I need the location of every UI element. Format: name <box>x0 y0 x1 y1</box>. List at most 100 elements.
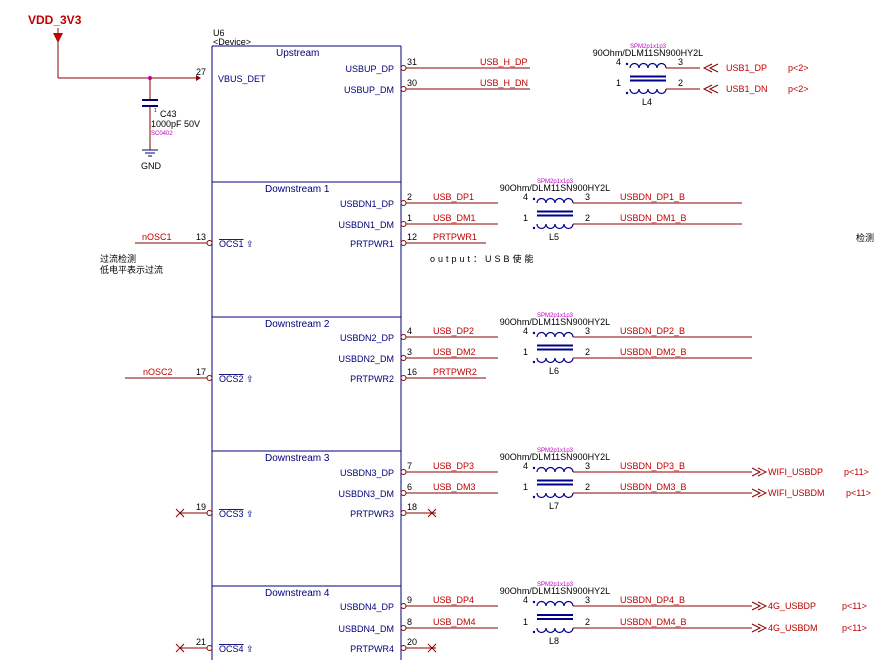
choke-part: 90Ohm/DLM11SN900HY2L <box>593 48 703 58</box>
inductor-coil-icon <box>536 223 574 230</box>
oc3-schmitt-icon: ⇪ <box>246 509 254 519</box>
pin-bubble <box>400 510 407 516</box>
capacitor-c43[interactable] <box>142 78 158 150</box>
oc-note-line2: 低电平表示过流 <box>100 264 163 275</box>
edge-note: 检测 <box>856 232 874 243</box>
choke-pin: 3 <box>585 326 590 336</box>
offpage-net: WIFI_USBDP <box>768 467 823 477</box>
choke-pin: 1 <box>523 213 528 223</box>
pin-name: PRTPWR2 <box>350 374 394 384</box>
pin-name: USBUP_DM <box>344 85 394 95</box>
pin-name: USBDN3_DP <box>340 468 394 478</box>
pin-number: 9 <box>407 595 412 605</box>
oc1-pin: OCS1 <box>219 239 244 249</box>
choke-pin: 1 <box>523 482 528 492</box>
pin-net: USB_DP1 <box>433 192 474 202</box>
choke-out-net: USBDN_DP4_B <box>620 595 685 605</box>
section-downstream-1: Downstream 1 <box>265 184 330 195</box>
choke-package: SPM2p1x1p3 <box>537 448 574 454</box>
page-ref: p<2> <box>788 84 809 94</box>
choke-pin: 3 <box>585 595 590 605</box>
left-pin-oc1[interactable] <box>135 240 213 246</box>
oc2-num: 17 <box>196 367 206 377</box>
choke-pin: 2 <box>585 347 590 357</box>
output-note: output：USB使能 <box>430 253 537 264</box>
offpage-connector-icon <box>702 63 719 73</box>
pin-bubble <box>400 645 407 651</box>
polarity-dot <box>532 331 536 335</box>
choke-pin: 4 <box>523 326 528 336</box>
left-pin-oc2[interactable] <box>125 375 213 381</box>
cap-ref: C43 <box>160 109 177 119</box>
pin-bubble <box>400 490 407 496</box>
device-u6[interactable] <box>211 45 402 660</box>
pin-name: USBDN2_DP <box>340 333 394 343</box>
pin-bubble <box>400 375 407 381</box>
choke-part: 90Ohm/DLM11SN900HY2L <box>500 317 610 327</box>
inductor-coil-icon <box>629 62 667 69</box>
choke-out-net: USBDN_DP2_B <box>620 326 685 336</box>
choke-pin: 4 <box>523 595 528 605</box>
pin-name: PRTPWR4 <box>350 644 394 654</box>
choke-pin: 2 <box>585 482 590 492</box>
pin-net: PRTPWR2 <box>433 367 477 377</box>
pin-bubble <box>400 86 407 92</box>
polarity-dot <box>625 91 629 95</box>
choke-pin: 4 <box>523 192 528 202</box>
choke-pin: 2 <box>585 213 590 223</box>
pin-net: USB_H_DN <box>480 78 528 88</box>
choke-ref: L7 <box>549 501 559 511</box>
choke-ref: L4 <box>642 97 652 107</box>
pin-net: USB_DM1 <box>433 213 476 223</box>
left-pin-oc4[interactable] <box>175 643 213 653</box>
pin-number: 16 <box>407 367 417 377</box>
polarity-dot <box>532 360 536 364</box>
inductor-coil-icon <box>536 492 574 499</box>
choke-package: SPM2p1x1p3 <box>537 313 574 319</box>
oc2-pin: OCS2 <box>219 374 244 384</box>
choke-ref: L8 <box>549 636 559 646</box>
pin-name: USBDN2_DM <box>338 354 394 364</box>
pin-name: PRTPWR1 <box>350 239 394 249</box>
offpage-arrow-icon <box>751 623 768 633</box>
left-pin-oc3[interactable] <box>175 508 213 518</box>
pin-net: USB_DM4 <box>433 617 476 627</box>
oc2-net: nOSC2 <box>143 367 173 377</box>
oc2-schmitt-icon: ⇪ <box>246 374 254 384</box>
oc3-num: 19 <box>196 502 206 512</box>
offpage-net: 4G_USBDM <box>768 623 818 633</box>
pin-name: USBUP_DP <box>345 64 394 74</box>
vdd-label: VDD_3V3 <box>28 13 82 27</box>
offpage-page: p<11> <box>846 488 871 498</box>
inductor-coil-icon <box>536 331 574 338</box>
oc4-num: 21 <box>196 637 206 647</box>
section-downstream-2: Downstream 2 <box>265 319 330 330</box>
pin-number: 31 <box>407 57 417 67</box>
choke-out-net: USBDN_DM3_B <box>620 482 687 492</box>
